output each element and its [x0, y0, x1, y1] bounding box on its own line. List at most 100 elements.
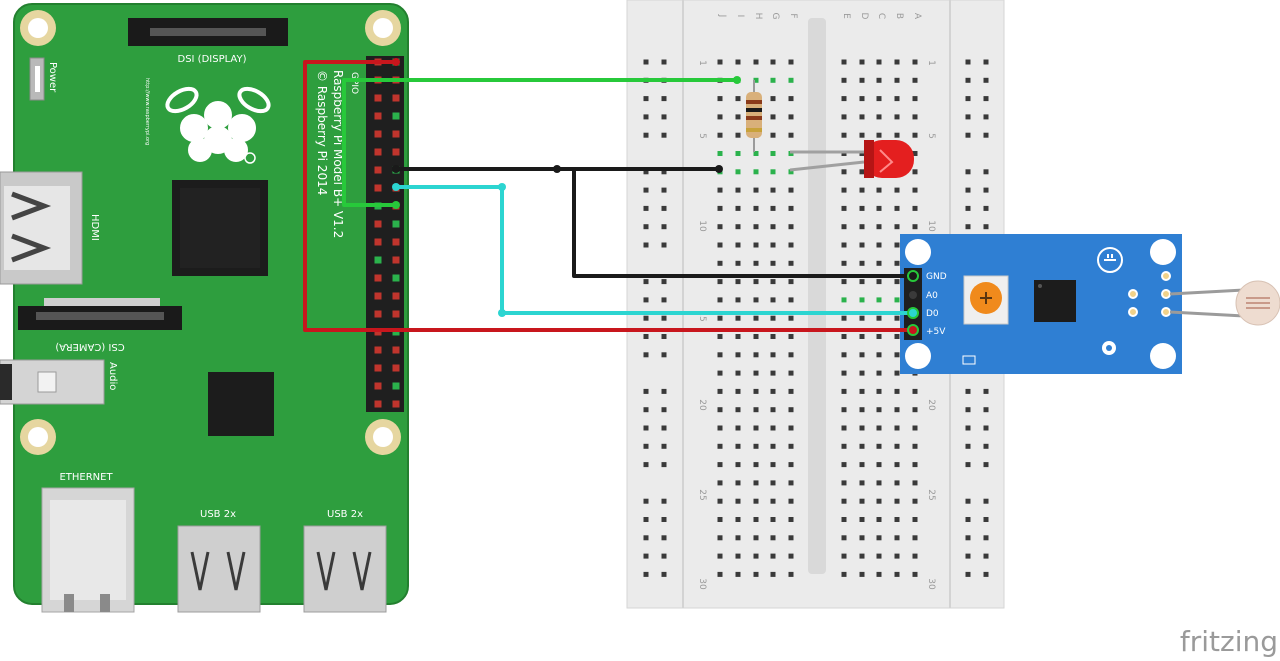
breadboard-hole: [859, 279, 865, 285]
breadboard-hole: [983, 517, 989, 522]
breadboard-hole: [841, 297, 847, 303]
breadboard-hole: [894, 425, 900, 431]
breadboard-hole: [717, 242, 723, 248]
audio-label: Audio: [107, 362, 118, 390]
breadboard-hole: [859, 352, 865, 358]
breadboard-hole: [841, 443, 847, 449]
breadboard-hole: [735, 114, 741, 120]
breadboard-hole: [841, 224, 847, 230]
breadboard-hole: [717, 297, 723, 303]
breadboard-hole: [770, 443, 776, 449]
pin-label-gnd: GND: [926, 272, 947, 282]
breadboard-hole: [717, 260, 723, 266]
breadboard-hole: [876, 571, 882, 577]
breadboard-hole: [735, 96, 741, 102]
smd-led: [962, 355, 976, 365]
breadboard-hole: [643, 388, 649, 394]
gpio-pin: [374, 184, 382, 192]
comparator-chip-dot: [1038, 284, 1042, 288]
gpio-pin: [392, 274, 400, 282]
breadboard-hole: [983, 114, 989, 120]
breadboard-hole: [983, 535, 989, 541]
breadboard-hole: [643, 498, 649, 504]
col-letter-b: B: [894, 13, 904, 19]
led-lead-2: [789, 160, 865, 172]
wires: [303, 58, 919, 336]
mounting-hole-bottom-left-inner: [28, 427, 48, 447]
breadboard-hole: [717, 224, 723, 230]
ethernet-latch-right: [100, 594, 110, 612]
breadboard-hole: [735, 571, 741, 577]
breadboard-hole: [894, 187, 900, 193]
breadboard-hole: [965, 187, 971, 193]
gpio-pin: [392, 130, 400, 138]
breadboard-hole: [753, 517, 759, 522]
breadboard-hole: [661, 388, 667, 394]
breadboard-hole: [965, 96, 971, 102]
breadboard-hole: [717, 187, 723, 193]
gpio-pin: [392, 148, 400, 156]
csi-label: CSI (CAMERA): [55, 341, 125, 352]
breadboard-hole: [965, 169, 971, 175]
breadboard-hole: [735, 407, 741, 413]
wire-dot-5v-end: [907, 324, 919, 336]
breadboard-hole: [661, 334, 667, 339]
breadboard-hole: [788, 480, 794, 486]
mounting-hole-bottom-right-inner: [373, 427, 393, 447]
breadboard-hole: [859, 297, 865, 303]
breadboard-hole: [770, 205, 776, 211]
col-letter-f: F: [788, 13, 798, 18]
csi-connector-slot: [36, 312, 164, 320]
breadboard-hole: [753, 334, 759, 339]
usb-port-2-icon: [316, 551, 372, 591]
breadboard-hole: [965, 443, 971, 449]
breadboard-hole: [983, 498, 989, 504]
breadboard-hole: [965, 205, 971, 211]
row-number-5-right: 5: [926, 133, 936, 139]
breadboard-hole: [965, 59, 971, 65]
breadboard-hole: [770, 169, 776, 175]
breadboard-hole: [841, 480, 847, 486]
gpio-pin: [392, 256, 400, 264]
breadboard-hole: [788, 96, 794, 102]
potentiometer-cross-icon: [980, 292, 992, 304]
breadboard-hole: [770, 151, 776, 156]
breadboard-hole: [983, 169, 989, 175]
row-number-10-right: 10: [926, 220, 936, 232]
breadboard-hole: [661, 242, 667, 248]
breadboard-hole: [717, 315, 723, 321]
gpio-header: [366, 56, 404, 412]
breadboard-hole: [841, 242, 847, 248]
breadboard-hole: [735, 315, 741, 321]
breadboard-hole: [788, 498, 794, 504]
breadboard-hole: [841, 462, 847, 468]
breadboard-hole: [965, 553, 971, 559]
breadboard-hole: [894, 279, 900, 285]
breadboard-hole: [717, 498, 723, 504]
breadboard-hole: [717, 388, 723, 394]
breadboard-hole: [661, 407, 667, 413]
breadboard-hole: [643, 279, 649, 285]
breadboard-hole: [876, 535, 882, 541]
breadboard-hole: [841, 279, 847, 285]
gpio-pin: [392, 292, 400, 300]
breadboard-hole: [753, 425, 759, 431]
sensor-pin-a0: [909, 291, 917, 299]
breadboard-hole: [859, 498, 865, 504]
breadboard-hole: [735, 279, 741, 285]
breadboard-hole: [894, 553, 900, 559]
breadboard-hole: [841, 315, 847, 321]
gpio-pin: [392, 364, 400, 372]
breadboard-hole: [753, 260, 759, 266]
breadboard-hole: [788, 169, 794, 175]
row-number-1-left: 1: [697, 60, 707, 66]
breadboard-hole: [735, 59, 741, 65]
breadboard-hole: [876, 443, 882, 449]
breadboard-hole: [894, 297, 900, 303]
breadboard-hole: [876, 352, 882, 358]
breadboard-hole: [643, 462, 649, 468]
breadboard-hole: [965, 498, 971, 504]
breadboard-hole: [876, 114, 882, 120]
breadboard-hole: [912, 443, 918, 449]
wire-dot-d0-end: [907, 307, 919, 319]
